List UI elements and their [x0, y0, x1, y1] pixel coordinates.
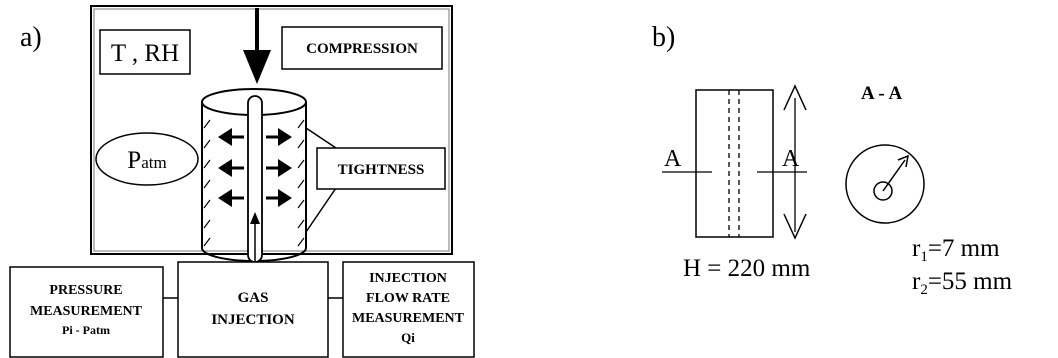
r1-label: r1=7 mm: [912, 235, 1000, 265]
pressure-label-1: PRESSURE: [49, 283, 122, 298]
tightness-callout-bottom: [305, 187, 337, 233]
tightness-label: TIGHTNESS: [338, 162, 425, 178]
section-title: A - A: [861, 83, 902, 104]
gas-injection-arrow-icon: [250, 212, 260, 224]
compression-label: COMPRESSION: [306, 41, 418, 57]
section-mark-left: A: [664, 146, 682, 172]
chamber-frame: [90, 5, 453, 255]
conditions-box: [99, 29, 191, 75]
atmosphere-ellipse: [95, 132, 199, 186]
atmosphere-label: Patm: [127, 147, 166, 174]
gas-injection-box: [177, 261, 329, 358]
pressure-label-2: MEASUREMENT: [30, 304, 143, 319]
height-label: H = 220 mm: [683, 255, 811, 282]
panel-b-label: b): [652, 22, 675, 53]
flow-rate-label-3: MEASUREMENT: [352, 311, 465, 326]
gas-injection-label-1: GAS: [238, 290, 269, 306]
compression-arrow-icon: [243, 50, 271, 84]
compression-box: [281, 26, 443, 70]
radial-flow-arrows: [218, 128, 292, 207]
radius-arrow: [882, 159, 906, 192]
gas-injection-label-2: INJECTION: [211, 312, 295, 328]
height-arrow-top-icon: [783, 84, 807, 111]
r2-label: r2=55 mm: [912, 268, 1013, 298]
radius-arrow-icon: [897, 154, 909, 168]
pressure-box: [9, 266, 164, 358]
flow-rate-box: [342, 261, 475, 358]
sample-side-view: [695, 89, 774, 238]
panel-a-label: a): [20, 22, 42, 53]
chamber-frame-inner: [93, 8, 450, 252]
flow-rate-label-1: INJECTION: [369, 271, 447, 286]
tightness-callout-top: [305, 127, 337, 149]
section-mark-right: A: [782, 146, 800, 172]
pressure-label-3: Pi - Patm: [62, 323, 110, 337]
flow-rate-label-2: FLOW RATE: [366, 291, 450, 306]
conditions-label: T , RH: [111, 40, 179, 67]
tightness-box: [316, 147, 446, 190]
height-arrow-bottom-icon: [783, 213, 807, 240]
flow-rate-label-4: Qi: [401, 330, 415, 345]
